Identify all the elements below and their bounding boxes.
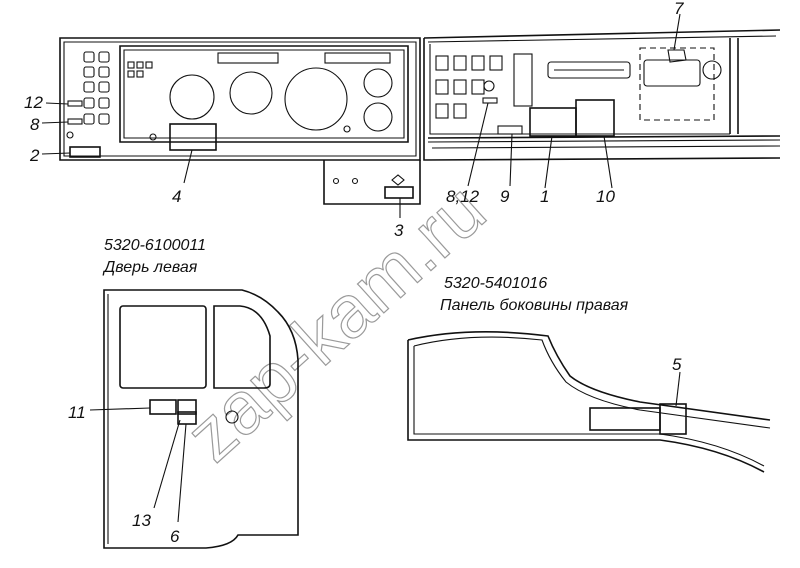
door-left-drawing [103,289,299,549]
callout-4: 4 [172,187,181,206]
door-part-code: 5320-6100011 [104,237,206,254]
panel-part-code: 5320-5401016 [444,275,547,292]
callout-13: 13 [132,511,151,530]
lower-plate [323,160,421,205]
callout-3: 3 [394,221,404,240]
callout-7: 7 [674,0,684,18]
leader-lines [41,13,681,523]
door-part-name: Дверь левая [102,259,198,276]
watermark: zap-kam.ru [170,168,501,477]
dashboard-right-panel [423,29,781,161]
callout-8-12: 8,12 [446,187,480,206]
callout-10: 10 [596,187,615,206]
callout-1: 1 [540,187,549,206]
callout-2: 2 [29,146,40,165]
panel-part-name: Панель боковины правая [440,297,629,314]
dashboard-left-panel [59,37,421,161]
callout-12: 12 [24,93,43,112]
callout-6: 6 [170,527,180,546]
callout-5: 5 [672,355,682,374]
side-panel-right-drawing [407,331,771,473]
callout-11: 11 [68,403,86,422]
callout-9: 9 [500,187,510,206]
callout-8: 8 [30,115,40,134]
